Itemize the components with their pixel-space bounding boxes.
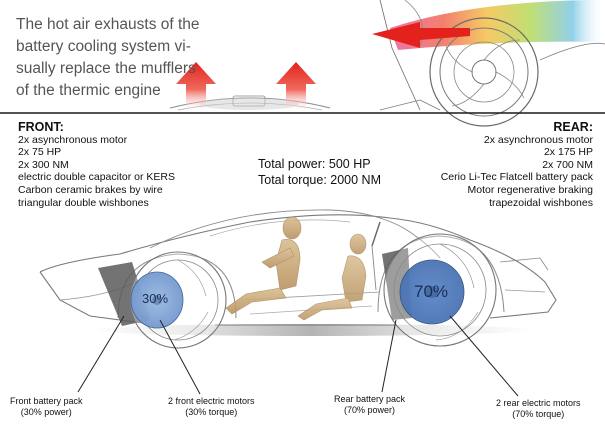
- rear-spec-item: Cerio Li-Tec Flatcell battery pack: [440, 171, 593, 184]
- caption-line: The hot air exhausts of the: [16, 16, 200, 33]
- total-power: Total power: 500 HP: [258, 157, 371, 171]
- caption-line: battery cooling system vi-: [16, 38, 191, 55]
- exhaust-arrow-left: [176, 62, 216, 112]
- rear-spec-item: 2x 175 HP: [543, 146, 593, 159]
- label-line: Rear battery pack: [334, 394, 406, 404]
- driver-mannequin: [225, 216, 302, 315]
- rear-percentage: 70%: [414, 282, 449, 301]
- rear-specs: REAR: 2x asynchronous motor 2x 175 HP 2x…: [441, 121, 593, 209]
- front-heading: FRONT:: [18, 120, 64, 134]
- top-side-wheel-view: [372, 0, 605, 127]
- total-torque: Total torque: 2000 NM: [258, 173, 381, 187]
- label-line: (30% torque): [185, 407, 238, 417]
- front-specs: FRONT: 2x asynchronous motor 2x 75 HP 2x…: [18, 121, 175, 209]
- label-line: (70% torque): [512, 409, 565, 419]
- label-line: (70% power): [344, 405, 396, 415]
- front-spec-item: Carbon ceramic brakes by wire: [18, 183, 163, 196]
- caption-line: of the thermic engine: [16, 82, 161, 99]
- rear-heading: REAR:: [553, 120, 593, 134]
- totals-block: Total power: 500 HP Total torque: 2000 N…: [258, 156, 381, 188]
- exhaust-arrow-right: [276, 62, 316, 112]
- car-side-view: [39, 209, 557, 397]
- caption-line: sually replace the mufflers: [16, 60, 196, 77]
- front-spec-item: electric double capacitor or KERS: [18, 171, 175, 184]
- front-motors-label: 2 front electric motors (30% torque): [168, 396, 255, 418]
- rear-spec-item: 2x 700 NM: [542, 158, 593, 171]
- rear-spec-item: Motor regenerative braking: [467, 183, 593, 196]
- exhaust-caption: The hot air exhausts of the battery cool…: [16, 14, 206, 102]
- front-spec-item: 2x 75 HP: [18, 146, 62, 159]
- callout-lines: [77, 315, 519, 397]
- front-percentage: 30%: [142, 291, 169, 306]
- front-spec-item: 2x 300 NM: [18, 158, 69, 171]
- rear-spec-item: 2x asynchronous motor: [483, 133, 593, 146]
- exhaust-arrow-side: [372, 22, 470, 48]
- rear-motors-label: 2 rear electric motors (70% torque): [496, 398, 581, 420]
- front-spec-item: 2x asynchronous motor: [18, 133, 128, 146]
- rear-spec-item: trapezoidal wishbones: [489, 196, 593, 209]
- front-electric-motor: [130, 271, 184, 329]
- label-line: (30% power): [20, 407, 72, 417]
- front-battery-label: Front battery pack (30% power): [10, 396, 83, 418]
- passenger-mannequin: [297, 233, 367, 321]
- front-spec-item: triangular double wishbones: [18, 196, 149, 209]
- label-line: 2 rear electric motors: [496, 398, 581, 408]
- label-line: 2 front electric motors: [168, 396, 255, 406]
- label-line: Front battery pack: [10, 396, 83, 406]
- top-rear-view: [169, 62, 331, 112]
- rear-battery-label: Rear battery pack (70% power): [334, 394, 405, 416]
- rear-electric-motor: [399, 259, 465, 325]
